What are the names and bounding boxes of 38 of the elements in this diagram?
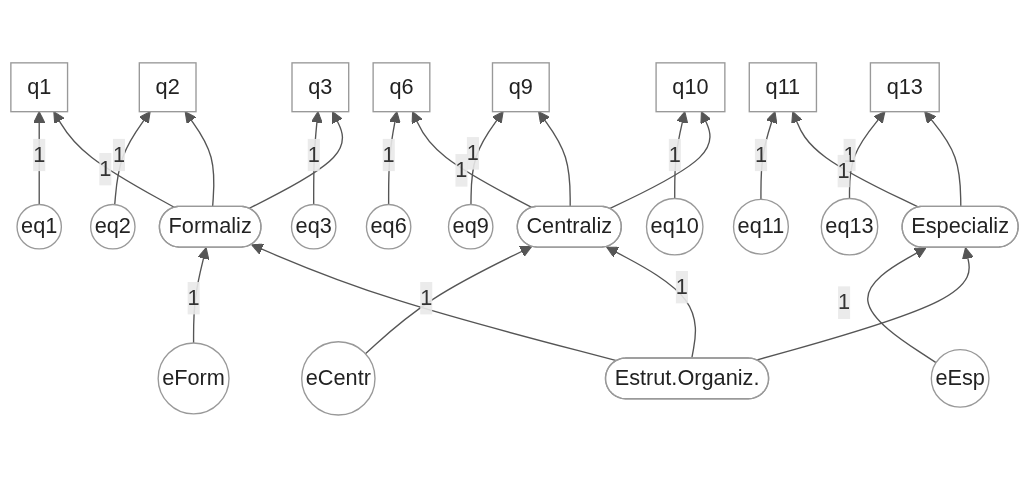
edge-label: 1: [382, 142, 395, 166]
node-circle: eq10: [645, 197, 704, 256]
edge-label: 1: [99, 156, 112, 180]
node-box: q13: [869, 61, 940, 112]
node-circle: eq6: [365, 203, 412, 250]
node-box: q11: [748, 61, 818, 112]
arrow: [867, 246, 937, 363]
edge-label: 1: [466, 140, 479, 164]
node-box: q6: [372, 61, 431, 112]
edge-label: 1: [420, 285, 433, 309]
node-circle: eForm: [157, 341, 230, 415]
node-circle: eq1: [16, 203, 63, 250]
edge-label: 1: [112, 142, 126, 166]
node-circle: eq3: [290, 203, 337, 250]
arrow: [606, 246, 697, 359]
node-circle: eq11: [732, 198, 789, 255]
node-circle: eEsp: [930, 348, 990, 408]
edge-label: 1: [33, 142, 46, 166]
node-box: q10: [655, 61, 726, 112]
edge-label: 1: [675, 274, 688, 298]
edge-label: 1: [307, 142, 320, 166]
edge-label: 1: [838, 289, 851, 314]
edge-label: 1: [837, 158, 850, 182]
edge-label: 1: [455, 157, 468, 181]
edge-label: 1: [754, 142, 767, 166]
arrow: [364, 245, 533, 354]
node-box: q9: [491, 61, 550, 112]
node-box: q1: [10, 61, 69, 112]
node-circle: eq2: [89, 203, 136, 250]
arrow: [755, 246, 974, 361]
edge-label: 1: [187, 285, 200, 309]
node-box: q3: [291, 61, 350, 112]
node-circle: eq9: [447, 203, 494, 250]
arrow: [33, 110, 46, 205]
node-circle: eCentr: [301, 340, 376, 416]
node-box: q2: [138, 61, 197, 112]
node-circle: eq13: [820, 197, 879, 256]
edge-label: 1: [668, 142, 681, 166]
